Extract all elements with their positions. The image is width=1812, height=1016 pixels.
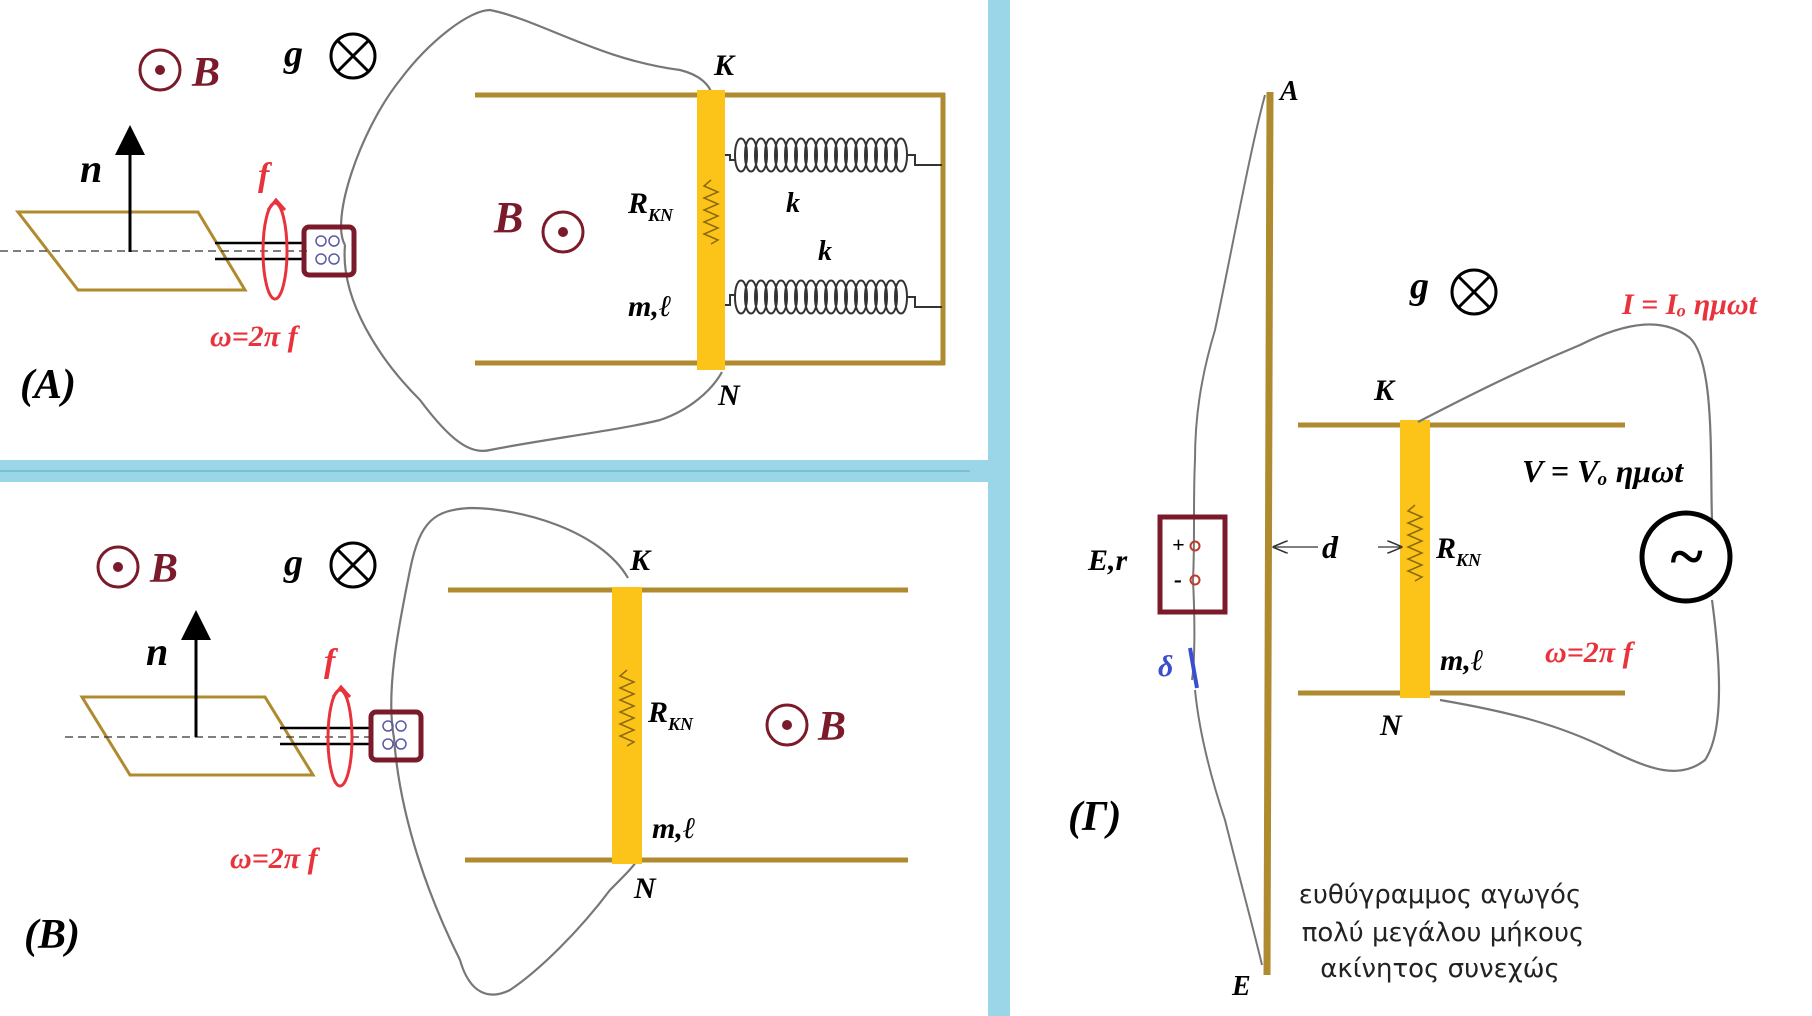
panel-b: B g n f ω=2π f (B) B K N RKN m,ℓ [24, 506, 908, 996]
panel-c-battery-plus: + [1172, 532, 1185, 557]
panel-a-g-label: g [283, 33, 303, 75]
panel-a-title: (A) [20, 362, 76, 408]
panel-a-gravity-into-icon [329, 32, 377, 80]
panel-a-omega-label: ω=2π f [210, 320, 301, 353]
panel-b-title: (B) [24, 912, 80, 958]
panel-a-resistor-zigzag [702, 179, 720, 245]
panel-b-rotation-arrow [326, 688, 354, 788]
panel-b-wire [390, 506, 639, 996]
vertical-divider [988, 0, 1010, 1016]
panel-c-r-label: RKN [1435, 532, 1482, 570]
panel-a-b-label: B [191, 50, 220, 96]
panel-a-slip-rings [301, 224, 357, 278]
panel-a-rotating-loop [14, 210, 248, 292]
panel-c-title: (Γ) [1068, 794, 1121, 840]
panel-a-mass-label: m,ℓ [628, 290, 672, 323]
panel-a-wire [340, 8, 723, 452]
panel-a-spring-top [725, 137, 942, 173]
panel-a-r-label: RKN [627, 187, 674, 225]
panel-b-gravity-into-icon [329, 541, 377, 589]
panel-a-k-label: K [713, 49, 736, 82]
panel-b-f-label: f [324, 643, 339, 680]
panel-c-battery-wire-bottom [1191, 579, 1263, 966]
panel-a-spring-k-top: k [786, 188, 800, 219]
panel-c-current-label: I = Iₒ ημωt [1621, 288, 1759, 321]
panel-c-caption-line2: πολύ μεγάλου μήκους [1302, 918, 1585, 948]
panel-c-caption-line3: ακίνητος συνεχώς [1320, 954, 1560, 984]
panel-c-voltage-label: V = Vₒ ημωt [1522, 453, 1684, 489]
panel-c-d-label: d [1322, 529, 1339, 565]
panel-a-spring-bottom [725, 279, 942, 315]
panel-a-spring-k-bottom: k [818, 236, 832, 267]
panel-c-ac-source-icon [1639, 510, 1733, 604]
panel-c-battery-wire-top [1192, 94, 1266, 581]
panel-c-n-label: N [1379, 709, 1403, 742]
panel-b-b-out-icon [96, 545, 140, 589]
panel-c: + - ~ A E E,r δ d g K N RKN m,ℓ I = Iₒ η… [1068, 76, 1759, 1002]
panel-a-n-bottom-label: N [717, 379, 741, 412]
panel-c-caption-line1: ευθύγραμμος αγωγός [1299, 880, 1581, 910]
panel-c-e-label: E [1231, 971, 1251, 1002]
panel-c-k-label: K [1373, 374, 1396, 407]
panel-b-g-label: g [283, 542, 303, 584]
panel-c-ac-wire [1417, 323, 1721, 772]
panel-b-r-label: RKN [647, 696, 694, 734]
panel-c-delta-label: δ [1158, 650, 1173, 683]
panel-a-b-field-out-icon [541, 210, 585, 254]
panel-c-gravity-into-icon [1450, 268, 1498, 316]
panel-b-b-label: B [149, 546, 178, 592]
panel-a-f-label: f [258, 157, 273, 194]
panel-b-n-label: n [146, 629, 168, 674]
panel-b-resistor-zigzag [618, 669, 636, 747]
panel-b-omega-label: ω=2π f [230, 842, 321, 875]
panel-b-k-label: K [629, 544, 652, 577]
panel-a-b-field-label: B [493, 193, 523, 242]
panel-c-rod [1400, 420, 1430, 698]
panel-b-rotating-loop [79, 695, 316, 777]
panel-c-battery-minus: - [1174, 567, 1182, 593]
panel-c-g-label: g [1409, 265, 1429, 307]
panel-a-rod [697, 90, 725, 370]
panel-c-resistor-zigzag [1406, 504, 1424, 582]
panel-c-ac-symbol: ~ [1668, 523, 1703, 591]
panel-b-n-bottom-label: N [633, 872, 657, 905]
panel-a-n-label: n [80, 146, 102, 191]
panel-c-long-conductor [1263, 91, 1274, 976]
panel-c-battery-label: E,r [1087, 544, 1128, 577]
panel-c-omega-label: ω=2π f [1545, 636, 1636, 669]
panel-c-battery [1157, 514, 1228, 615]
panel-c-switch-delta [1188, 647, 1199, 689]
panel-b-rod [612, 587, 642, 864]
panel-b-b-field-out-icon [765, 703, 809, 747]
panel-a-b-out-icon [138, 48, 182, 92]
panel-c-mass-label: m,ℓ [1440, 644, 1484, 677]
panel-b-b-field-label: B [817, 704, 846, 750]
panel-a: B g n f ω=2π f (A) B K N RKN k k m,ℓ [0, 8, 946, 452]
panel-b-mass-label: m,ℓ [652, 812, 696, 845]
panel-b-slip-rings [368, 709, 424, 763]
panel-c-a-label: A [1278, 76, 1299, 107]
